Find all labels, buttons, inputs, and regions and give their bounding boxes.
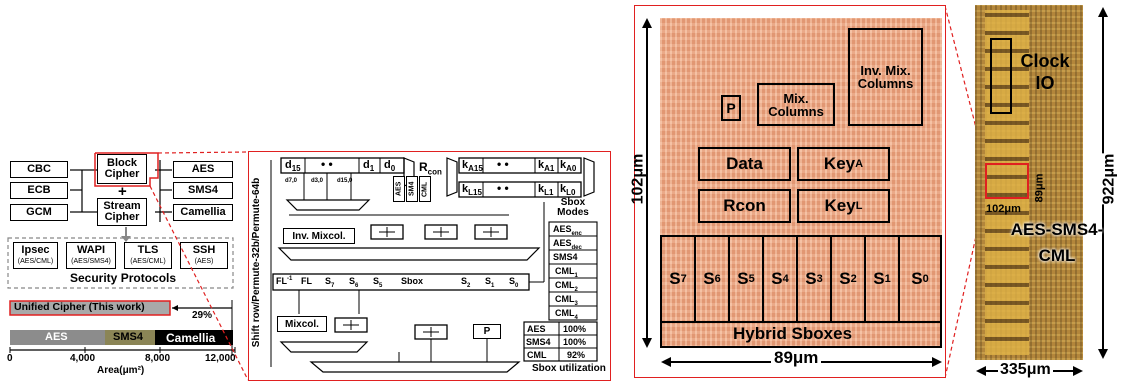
chip-panel: Clock IO 102μm 89μm AES-SMS4-CML 922μm 3… [973,5,1123,383]
die-mix-columns: Mix. Columns [757,83,835,126]
util-sms4-value: 100% [563,337,586,347]
chip-clock-io-label: Clock IO [1020,50,1070,94]
mux-cml: CML [419,176,431,202]
kl0-label: kL0 [560,183,575,197]
sbox-row-s5: S5 [373,276,382,289]
sbox-row-fl: FL [301,276,312,286]
sbox-mode-1: AESdec [553,238,582,251]
ka15-label: kA15 [462,159,483,173]
chip-core-width: 102μm [986,203,1021,215]
tap-d15: d15,0 [337,178,352,184]
die-height-label: 102μm [629,154,647,205]
sbox-row-s1: S1 [485,276,494,289]
sbox-mode-6: CML4 [555,308,578,321]
chip-name-label: AES-SMS4-CML [1007,217,1107,269]
mux-sm4: SM4 [406,176,418,202]
sbox-row-s7: S7 [325,276,334,289]
kl1-label: kL1 [538,183,553,197]
kl-dots: • • [497,181,509,195]
chip-height-label: 922μm [1100,154,1118,205]
d0-label: d0 [384,159,395,173]
chip-width-label: 335μm [998,361,1053,379]
sbox-row-s0: S0 [509,276,518,289]
ka0-label: kA0 [560,159,576,173]
sbox-mode-0: AESenc [553,224,582,237]
d-dots: • • [321,157,333,171]
util-cml-value: 92% [567,350,585,360]
rcon-label: Rcon [419,160,442,176]
tap-d7: d7,0 [285,178,297,184]
sbox-row-s6: S6 [349,276,358,289]
die-p-block: P [721,95,741,121]
util-aes-name: AES [527,324,546,334]
sbox-mode-5: CML3 [555,294,578,307]
d15-label: d15 [285,159,301,173]
inv-mixcol-box: Inv. Mixcol. [283,228,355,244]
p-box: P [473,324,501,339]
mux-aes: AES [393,176,405,202]
sbox-mode-3: CML1 [555,266,578,279]
die-rcon: Rcon [698,189,791,223]
sbox-modes-title: Sbox Modes [555,198,591,218]
util-title: Sbox utilization [532,363,606,374]
die-panel: 102μm 89μm P Mix. Columns Inv. Mix. Colu… [634,5,946,378]
architecture-panel: Shift row/Permute-32b/Permute-64b [248,151,611,381]
chip-core-height: 89μm [1033,174,1045,203]
d1-label: d1 [363,159,374,173]
ka-dots: • • [497,157,509,171]
util-sms4-name: SMS4 [526,337,551,347]
util-aes-value: 100% [563,324,586,334]
sbox-row-sbox: Sbox [401,276,423,286]
sbox-row-s2: S2 [461,276,470,289]
kl15-label: kL15 [462,183,482,197]
tap-d3: d3,0 [311,178,323,184]
ka1-label: kA1 [538,159,554,173]
die-hybrid-label: Hybrid Sboxes [733,324,852,344]
sbox-mode-4: CML2 [555,280,578,293]
die-data: Data [698,147,791,181]
sbox-row-fl-inv: FL-1 [276,276,292,286]
die-inv-mix-columns: Inv. Mix. Columns [848,28,923,126]
mixcol-box: Mixcol. [277,316,327,332]
die-width-label: 89μm [771,348,821,368]
util-cml-name: CML [527,350,547,360]
sbox-mode-2: SMS4 [553,252,578,262]
